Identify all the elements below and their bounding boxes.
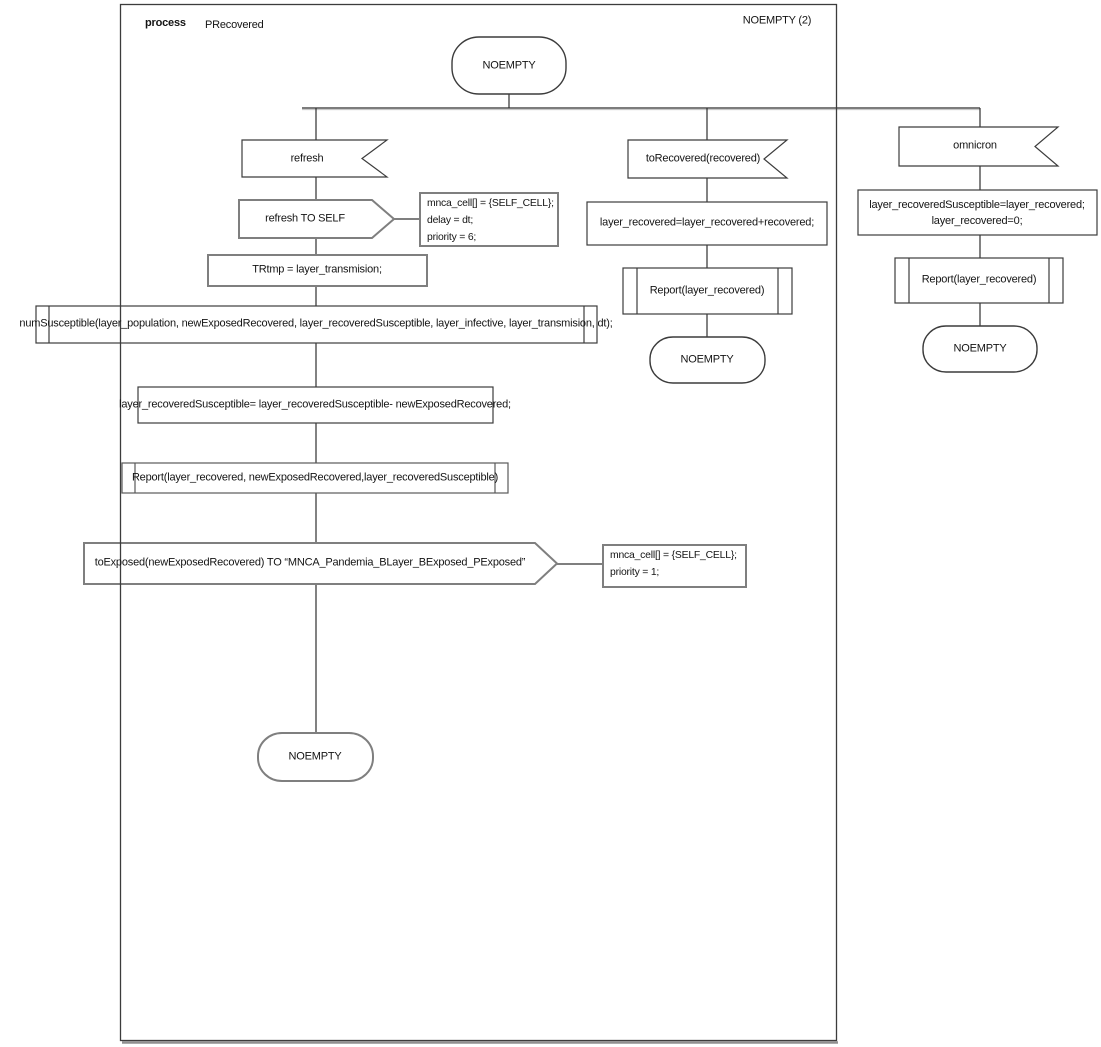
procedure-report-mid-label: Report(layer_recovered) [649,284,765,297]
procedure-report-right-label: Report(layer_recovered) [921,273,1037,286]
end-state-left-label: NOEMPTY [288,750,342,763]
omnicron-input-label: omnicron [953,139,997,152]
procedure-numsusceptible-label: numSusceptible(layer_population, newExpo… [19,317,613,330]
task-update-label: layer_recoveredSusceptible= layer_recove… [119,398,511,411]
end-state-right-shape[interactable] [922,325,1038,373]
task-trtmp-shape[interactable] [207,254,428,287]
toexposed-comment-text: mnca_cell[] = {SELF_CELL}; priority = 1; [610,550,737,578]
procedure-report-right-shape[interactable] [894,257,1064,304]
torecovered-input-label: toRecovered(recovered) [645,152,761,165]
end-state-mid-label: NOEMPTY [680,353,734,366]
task-reset-label: layer_recoveredSusceptible=layer_recover… [869,199,1085,227]
procedure-report-mid-shape[interactable] [622,267,793,315]
refresh-self-comment-box[interactable] [419,192,559,247]
start-state-label: NOEMPTY [482,59,536,72]
refresh-input-label: refresh [290,152,324,165]
comment-links [394,218,603,565]
refresh-self-comment-text: mnca_cell[] = {SELF_CELL}; delay = dt; p… [427,198,554,243]
start-state-shape[interactable] [451,36,567,95]
task-trtmp-label: TRtmp = layer_transmision; [252,263,382,276]
toexposed-output-label: toExposed(newExposedRecovered) TO “MNCA_… [94,556,526,569]
process-kind-label: process [145,17,186,29]
refresh-to-self-output-shape[interactable] [238,199,396,239]
page-state-ref-label: NOEMPTY (2) [742,14,812,27]
procedure-report-left-shape[interactable] [121,462,509,494]
procedure-report-left-label: Report(layer_recovered, newExposedRecove… [131,471,499,484]
end-state-left-shape[interactable] [257,732,374,782]
refresh-input-shape[interactable] [241,139,389,178]
refresh-to-self-output-label: refresh TO SELF [265,212,345,225]
toexposed-output-shape[interactable] [83,542,559,585]
task-update-shape[interactable] [137,386,494,424]
procedure-numsusceptible-shape[interactable] [35,305,598,344]
omnicron-input-shape[interactable] [898,126,1060,167]
task-addrecovered-shape[interactable] [586,201,828,246]
process-name-label: PRecovered [205,19,264,31]
torecovered-input-shape[interactable] [627,139,789,179]
task-reset-shape[interactable] [857,189,1098,236]
toexposed-comment-box[interactable] [602,544,747,588]
process-frame[interactable] [119,3,838,1042]
end-state-right-label: NOEMPTY [953,342,1007,355]
task-addrecovered-label: layer_recovered=layer_recovered+recovere… [599,216,815,229]
connector-lines [302,94,981,733]
end-state-mid-shape[interactable] [649,336,766,384]
